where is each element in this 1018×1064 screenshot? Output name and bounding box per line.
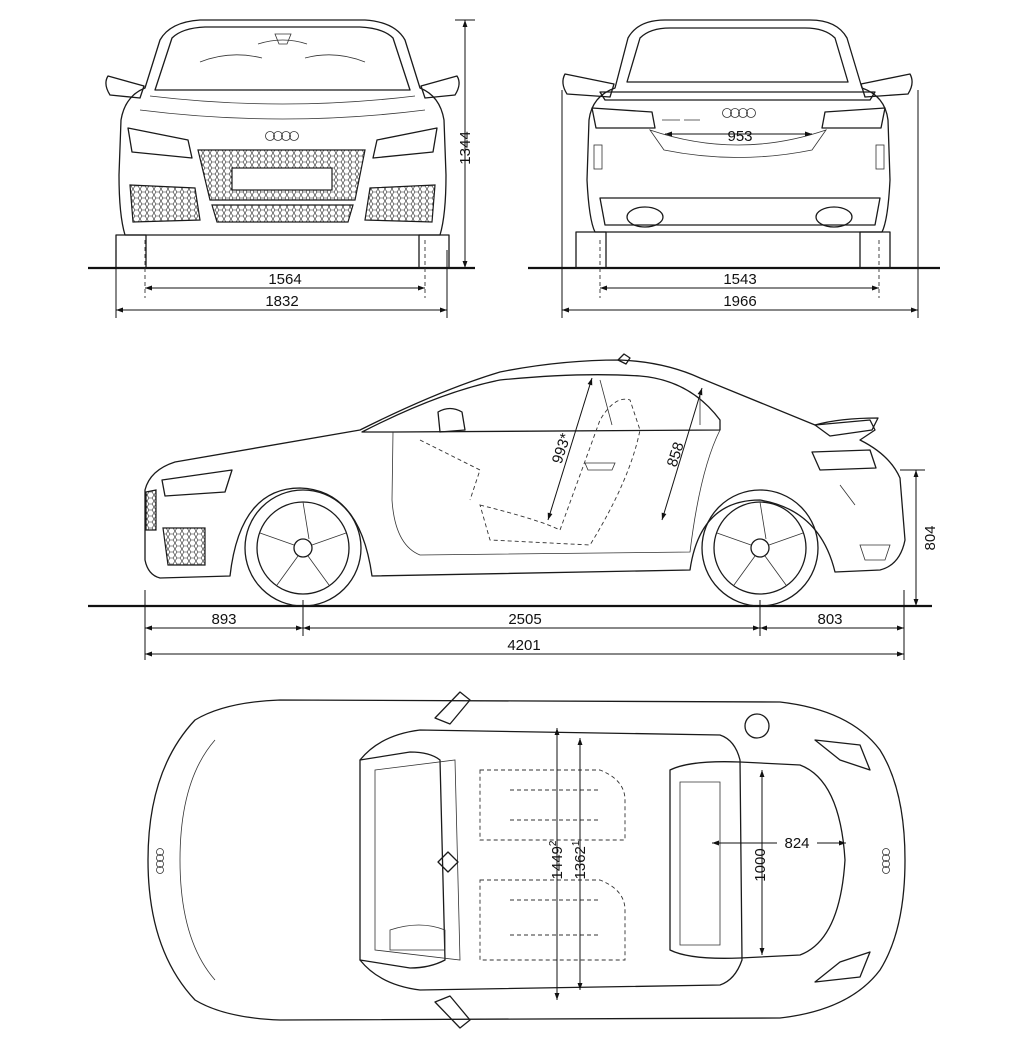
- side-rear-wheel: [701, 489, 819, 607]
- rear-window: [626, 27, 849, 83]
- rear-right-reflector: [875, 144, 885, 170]
- rear-right-exhaust: [815, 206, 853, 228]
- rear-elbow-superscript: 1: [571, 840, 582, 846]
- front-right-headlight: [372, 127, 438, 159]
- top-front-audi-logo: [156, 848, 164, 874]
- front-left-headlight: [127, 127, 193, 159]
- front-hood-lines: [139, 95, 426, 120]
- length-label: 4201: [507, 637, 540, 654]
- side-door: [391, 429, 721, 556]
- side-rear-details: [839, 484, 891, 561]
- rear-spoiler: [599, 91, 876, 101]
- rear-left-taillight: [591, 107, 656, 129]
- rear-audi-logo: [722, 108, 756, 118]
- front-lower-grille: [211, 204, 354, 223]
- top-seat-right-ghost: [479, 879, 626, 961]
- top-trunk: [669, 761, 846, 959]
- rear-width-label: 1966: [723, 293, 756, 310]
- front-elbow-label: 14492: [548, 840, 566, 879]
- rear-headroom-dimension: [661, 387, 703, 521]
- top-spoiler-right: [814, 951, 871, 983]
- front-headroom-label: 993*: [549, 431, 575, 466]
- loading-height-label: 804: [922, 525, 939, 550]
- front-mirror-interior: [274, 33, 292, 45]
- rear-right-taillight: [821, 107, 886, 129]
- side-spoiler: [814, 417, 879, 437]
- top-cabin: [359, 729, 743, 991]
- side-door-handle: [584, 462, 616, 471]
- rear-body: [586, 19, 891, 233]
- wheelbase-label: 2505: [508, 611, 541, 628]
- rear-headroom-label: 858: [664, 440, 688, 469]
- top-windshield: [359, 751, 446, 969]
- side-body: [144, 359, 906, 579]
- front-seats-through-glass: [199, 39, 366, 63]
- top-fuel-cap: [744, 713, 770, 739]
- top-rear-seats-folded: [679, 781, 721, 946]
- front-elbow-superscript: 2: [548, 840, 559, 846]
- front-windshield: [154, 26, 411, 91]
- trunk-depth-label: 1000: [752, 848, 769, 881]
- top-right-mirror: [434, 995, 471, 1029]
- top-hood-lines: [179, 739, 216, 981]
- top-rear-audi-logo: [882, 848, 890, 874]
- side-front-wheel: [244, 489, 362, 607]
- rear-view: 953 1543 1966: [528, 19, 940, 318]
- front-right-tyre: [418, 234, 450, 269]
- top-seat-left-ghost: [479, 769, 626, 841]
- front-left-tyre: [115, 234, 147, 269]
- top-centre-vent: [437, 851, 459, 873]
- side-front-grille: [145, 489, 157, 531]
- side-headlight: [161, 469, 233, 497]
- front-body: [118, 19, 447, 236]
- top-body: [147, 699, 906, 1021]
- front-width-label: 1832: [265, 293, 298, 310]
- front-audi-logo: [265, 131, 299, 141]
- side-front-intake: [162, 527, 206, 566]
- rear-right-mirror: [860, 73, 913, 98]
- front-left-mirror: [105, 75, 145, 99]
- rear-diffuser: [599, 197, 881, 226]
- front-elbow-value: 1449: [549, 846, 566, 879]
- top-spoiler-left: [814, 739, 871, 771]
- side-steering-ghost: [419, 439, 481, 501]
- rear-plate-recess: [648, 129, 828, 158]
- rear-left-mirror: [562, 73, 615, 98]
- front-overhang-label: 893: [211, 611, 236, 628]
- rear-left-reflector: [593, 144, 603, 170]
- top-left-mirror: [434, 691, 471, 725]
- side-antenna: [617, 353, 631, 365]
- rear-elbow-value: 1362: [572, 846, 589, 879]
- rear-left-exhaust: [626, 206, 664, 228]
- rear-right-tyre: [859, 231, 891, 269]
- side-view: 893 2505 803 4201 993* 858 804: [88, 353, 939, 660]
- side-seat-ghost: [479, 398, 641, 546]
- side-mirror: [437, 407, 466, 433]
- front-left-intake: [129, 184, 201, 223]
- front-track-label: 1564: [268, 271, 301, 288]
- top-view: 14492 13621 1000 824: [147, 691, 906, 1029]
- front-right-mirror: [420, 75, 460, 99]
- front-height-label: 1344: [457, 131, 474, 164]
- top-dashboard: [374, 759, 461, 961]
- rear-opening-label: 953: [727, 128, 752, 145]
- front-view: 1564 1832 1344: [88, 19, 475, 318]
- trunk-width-label: 824: [784, 835, 809, 852]
- front-right-intake: [364, 184, 436, 223]
- front-headroom-dimension: [547, 377, 593, 521]
- rear-overhang-label: 803: [817, 611, 842, 628]
- rear-elbow-label: 13621: [571, 840, 589, 879]
- top-steering-wheel: [389, 924, 446, 951]
- rear-left-tyre: [575, 231, 607, 269]
- side-taillight: [811, 449, 877, 471]
- front-license-plate: [231, 167, 333, 191]
- rear-track-label: 1543: [723, 271, 756, 288]
